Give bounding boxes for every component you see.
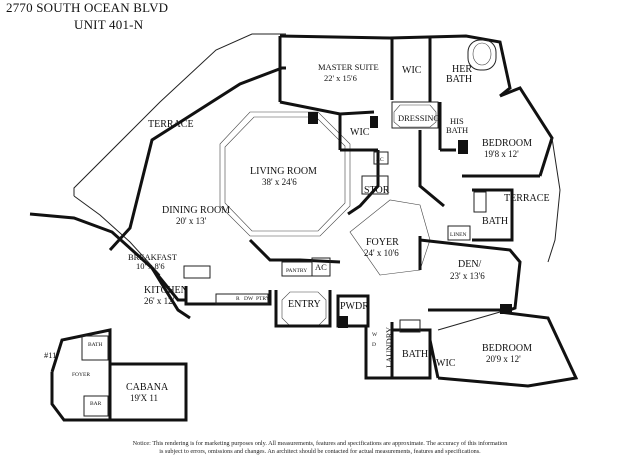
bath-bottom-tub (399, 319, 421, 333)
d-label: D (372, 342, 376, 348)
wic-mid-label: WIC (350, 127, 370, 138)
terrace-edge-left (29, 212, 191, 320)
linen-closet (447, 225, 471, 241)
wic-top-label: WIC (402, 65, 422, 76)
pwdr-box (336, 294, 370, 328)
her-bath-tub (467, 39, 497, 71)
laundry-label: LAUNDRY (384, 327, 394, 368)
entry-label: ENTRY (288, 299, 321, 310)
cabana-bar-label: BAR (90, 401, 102, 407)
right-terrace-wall (547, 137, 561, 263)
wic-bottom-label: WIC (436, 358, 456, 369)
cabana-title: CABANA (126, 382, 169, 393)
ac-mid-label: AC (315, 262, 327, 272)
terrace-outline-left (73, 33, 286, 196)
cabana-bath (81, 335, 109, 361)
kitchen-counter (215, 293, 269, 305)
living-ceiling-detail-inner (224, 116, 346, 232)
ptry-label: PTRY (256, 296, 270, 302)
dining-room-dim: 20' x 13' (176, 216, 207, 226)
linen-label: LINEN (450, 232, 467, 238)
den-dim: 23' x 13'6 (450, 271, 485, 281)
bedroom1-dim: 19'8 x 12' (484, 149, 519, 159)
his-bath-label-1: HIS (450, 116, 464, 126)
dressing-area (391, 101, 439, 129)
dressing-label: DRESSING (398, 113, 440, 123)
w-label: W (372, 332, 378, 338)
her-bath-label-1: HER (452, 64, 472, 75)
master-suite-label: MASTER SUITE (318, 62, 379, 72)
ac-top-label: AC (376, 157, 384, 163)
cabana-foyer-label: FOYER (72, 372, 90, 378)
breakfast-dim: 10' x 8'6 (136, 261, 165, 271)
terrace-inner-left (73, 195, 161, 276)
ac-mid-box (311, 257, 331, 277)
solid-column-5 (338, 316, 348, 328)
address-heading: 2770 SOUTH OCEAN BLVD (6, 0, 169, 15)
her-bath-label-2: BATH (446, 74, 472, 85)
pwdr-label: PWDR (340, 301, 369, 312)
cabana-outline (50, 328, 188, 422)
disclaimer-line-1: Notice: This rendering is for marketing … (132, 440, 508, 447)
cabana-bar (83, 395, 109, 417)
corridor-wall-right (418, 130, 445, 208)
stor-closet (361, 175, 389, 195)
his-bath-label-2: BATH (446, 125, 468, 135)
kitchen-label: KITCHEN (144, 285, 188, 296)
stor-label: STOR (364, 185, 390, 196)
solid-column-4 (500, 304, 512, 314)
master-suite-dim: 22' x 15'6 (324, 73, 357, 83)
solid-column-1 (308, 112, 318, 124)
ac-closet-top (373, 151, 389, 165)
bedroom1-label: BEDROOM (482, 138, 532, 149)
cabana-bath-label: BATH (88, 342, 102, 348)
breakfast-bay (150, 267, 186, 302)
entry-walls (274, 290, 332, 328)
foyer-dim: 24' x 10'6 (364, 248, 399, 258)
bedroom1-wall (499, 86, 554, 177)
solid-column-2 (370, 116, 378, 128)
pantry-label: PANTRY (286, 268, 307, 274)
foyer-label: FOYER (366, 237, 399, 248)
dining-room-label: DINING ROOM (162, 205, 230, 216)
kitchen-dim: 26' x 12' (144, 296, 175, 306)
master-suite-wall (279, 34, 512, 98)
living-ceiling-detail (219, 111, 351, 237)
bath-right-box (472, 188, 514, 242)
bath-right-label: BATH (482, 216, 508, 227)
den-label: DEN/ (458, 259, 482, 270)
terrace-left-label: TERRACE (148, 119, 194, 130)
bath-bottom-wall (392, 328, 432, 380)
disclaimer-line-2: is subject to errors, omissions and chan… (159, 448, 481, 455)
living-room-label: LIVING ROOM (250, 166, 317, 177)
living-outer-wall (108, 66, 286, 252)
foyer-left-wall (248, 238, 341, 264)
bedroom2-label: BEDROOM (482, 343, 532, 354)
dw-label: DW (244, 296, 254, 302)
unit-heading: UNIT 401-N (74, 17, 144, 32)
bedroom2-dim: 20'9 x 12' (486, 354, 521, 364)
bath-right-tub (473, 191, 487, 213)
kitchen-island (183, 265, 211, 279)
cabana-unit-label: #11 (44, 350, 56, 360)
bath-bottom-label: BATH (402, 349, 428, 360)
wic-bottom-wall (428, 339, 440, 379)
corridor-wall-left (347, 150, 380, 216)
dressing-octagon (393, 104, 437, 128)
bedroom2-wall (437, 310, 579, 388)
solid-column-3 (458, 140, 468, 154)
r-label: R (236, 296, 240, 302)
bedroom2-inner (437, 311, 501, 331)
living-room-dim: 38' x 24'6 (262, 177, 297, 187)
her-bath-tub-inner (472, 42, 492, 66)
cabana-dim: 19'X 11 (130, 393, 158, 403)
breakfast-label: BREAKFAST (128, 252, 178, 262)
laundry-wall (364, 322, 394, 380)
terrace-right-label: TERRACE (504, 193, 550, 204)
